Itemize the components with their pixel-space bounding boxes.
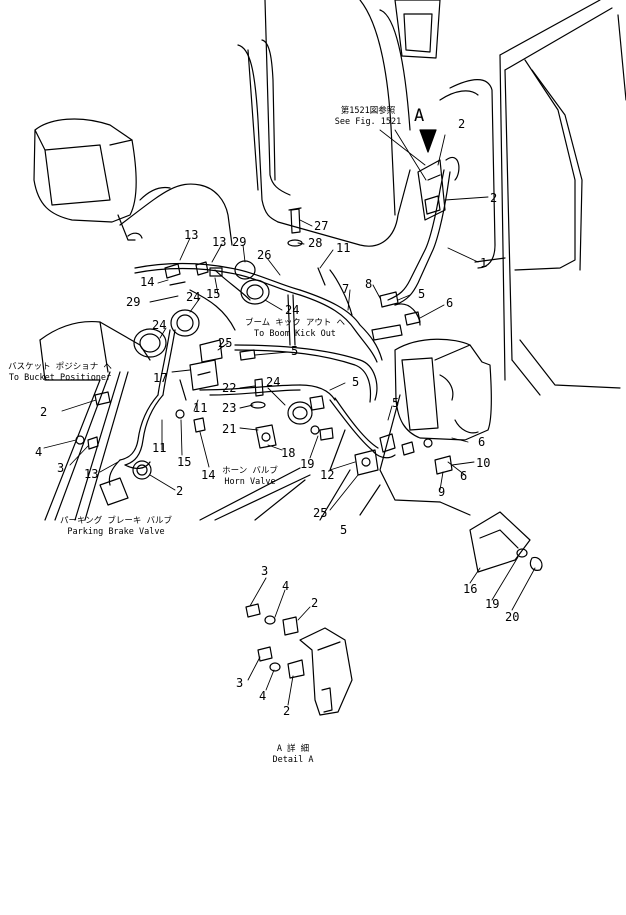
callout-15: 15 bbox=[206, 287, 221, 301]
horn-jp: ホーン バルブ bbox=[222, 466, 278, 476]
callout-9: 9 bbox=[438, 485, 446, 499]
boom-kick-out-note: ブーム キック アウト へ To Boom Kick Out bbox=[230, 318, 360, 340]
callout-25: 25 bbox=[313, 506, 328, 520]
callout-11: 11 bbox=[336, 241, 351, 255]
callout-18: 18 bbox=[281, 446, 296, 460]
callout-11: 11 bbox=[193, 401, 208, 415]
callout-27: 27 bbox=[314, 219, 329, 233]
callout-5: 5 bbox=[418, 287, 426, 301]
callout-3: 3 bbox=[261, 564, 269, 578]
detail-a-drawing bbox=[246, 604, 352, 715]
callout-2: 2 bbox=[176, 484, 184, 498]
callout-8: 8 bbox=[365, 277, 373, 291]
callout-24: 24 bbox=[152, 318, 167, 332]
callout-13: 13 bbox=[84, 467, 99, 481]
callout-21: 21 bbox=[222, 422, 237, 436]
boom-en: To Boom Kick Out bbox=[254, 329, 336, 339]
parking-brake-note: パーキング ブレーキ バルブ Parking Brake Valve bbox=[56, 516, 176, 538]
horn-en: Horn Valve bbox=[224, 477, 276, 487]
bucket-jp: バスケット ポジショナ へ bbox=[8, 362, 112, 372]
callout-24: 24 bbox=[266, 375, 281, 389]
callout-22: 22 bbox=[222, 381, 237, 395]
callout-28: 28 bbox=[308, 236, 323, 250]
callout-26: 26 bbox=[257, 248, 272, 262]
parking-brake-harness bbox=[109, 330, 186, 485]
detail-en: Detail A bbox=[272, 755, 314, 765]
callout-14: 14 bbox=[140, 275, 155, 289]
callout-7: 7 bbox=[342, 282, 350, 296]
rear-housing bbox=[34, 119, 232, 245]
callout-5: 5 bbox=[392, 396, 400, 410]
parking-jp: パーキング ブレーキ バルブ bbox=[60, 516, 172, 526]
callout-2: 2 bbox=[458, 117, 466, 131]
horn-valve-note: ホーン バルブ Horn Valve bbox=[210, 466, 290, 488]
callout-15: 15 bbox=[177, 455, 192, 469]
callout-11: 11 bbox=[152, 441, 167, 455]
cab-frame bbox=[238, 0, 626, 395]
callout-3: 3 bbox=[236, 676, 244, 690]
callout-20: 20 bbox=[505, 610, 520, 624]
callout-2: 2 bbox=[40, 405, 48, 419]
callout-5: 5 bbox=[352, 375, 360, 389]
callout-16: 16 bbox=[463, 582, 478, 596]
callout-19: 19 bbox=[485, 597, 500, 611]
view-marker-a: A bbox=[414, 106, 425, 126]
bucket-en: To Bucket Positioner bbox=[8, 373, 112, 383]
leader-lines bbox=[44, 130, 535, 705]
callout-2: 2 bbox=[311, 596, 319, 610]
callout-1: 1 bbox=[480, 256, 488, 270]
callout-6: 6 bbox=[460, 469, 468, 483]
callout-19: 19 bbox=[300, 457, 315, 471]
callout-3: 3 bbox=[57, 461, 65, 475]
see-fig-jp: 第1521図参照 bbox=[340, 106, 396, 116]
callout-4: 4 bbox=[35, 445, 43, 459]
callout-10: 10 bbox=[476, 456, 491, 470]
bracket-16 bbox=[470, 512, 542, 572]
frame-beam bbox=[40, 322, 350, 520]
callout-13: 13 bbox=[184, 228, 199, 242]
see-fig-note: 第1521図参照 See Fig. 1521 bbox=[318, 106, 418, 128]
callout-4: 4 bbox=[282, 579, 290, 593]
see-fig-en: See Fig. 1521 bbox=[334, 117, 402, 127]
callout-12: 12 bbox=[320, 468, 335, 482]
boom-jp: ブーム キック アウト へ bbox=[244, 318, 346, 328]
callout-29: 29 bbox=[232, 235, 247, 249]
callout-23: 23 bbox=[222, 401, 237, 415]
callout-25: 25 bbox=[218, 336, 233, 350]
callout-5: 5 bbox=[291, 344, 299, 358]
callout-2: 2 bbox=[283, 704, 291, 718]
callout-2: 2 bbox=[490, 191, 498, 205]
callout-6: 6 bbox=[446, 296, 454, 310]
callout-4: 4 bbox=[259, 689, 267, 703]
callout-6: 6 bbox=[478, 435, 486, 449]
callout-24: 24 bbox=[186, 290, 201, 304]
callout-29: 29 bbox=[126, 295, 141, 309]
bucket-positioner-note: バスケット ポジショナ へ To Bucket Positioner bbox=[0, 362, 120, 384]
right-housing bbox=[330, 339, 491, 515]
callout-17: 17 bbox=[153, 371, 168, 385]
callout-5: 5 bbox=[340, 523, 348, 537]
callout-14: 14 bbox=[201, 468, 216, 482]
components bbox=[76, 130, 452, 505]
detail-a-note: A 詳 細 Detail A bbox=[258, 744, 328, 766]
detail-jp: A 詳 細 bbox=[276, 744, 310, 754]
parking-en: Parking Brake Valve bbox=[67, 527, 165, 537]
callout-13: 13 bbox=[212, 235, 227, 249]
callout-24: 24 bbox=[285, 303, 300, 317]
